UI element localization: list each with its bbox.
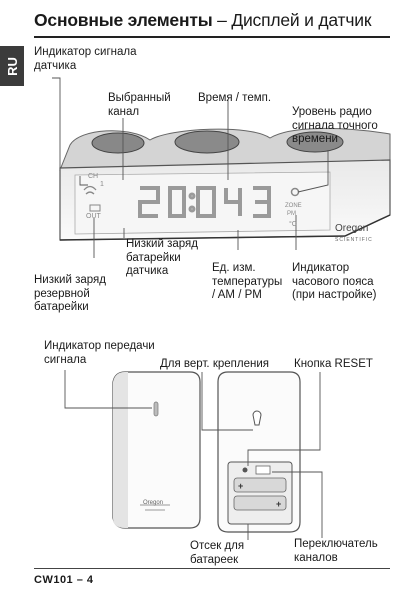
lcd-pm: PM bbox=[287, 211, 296, 217]
lcd-unit: °C bbox=[289, 221, 297, 228]
title-bold: Основные элементы bbox=[34, 10, 213, 30]
wall-mount-hole bbox=[252, 410, 262, 426]
page-title: Основные элементы – Дисплей и датчик bbox=[34, 10, 372, 31]
title-normal: Дисплей и датчик bbox=[231, 10, 372, 30]
lcd-ch: CH bbox=[88, 173, 99, 180]
title-dash: – bbox=[212, 10, 232, 30]
battery-2 bbox=[233, 495, 287, 511]
footer-sep: – bbox=[73, 574, 87, 586]
lcd-out: OUT bbox=[86, 213, 101, 220]
language-tab: RU bbox=[0, 46, 24, 86]
sensor-pointer-lines bbox=[64, 370, 323, 540]
knob-right bbox=[286, 131, 344, 153]
knob-middle bbox=[174, 130, 240, 154]
svg-text:+: + bbox=[276, 499, 281, 509]
label-wall-mount: Для верт. крепления bbox=[160, 358, 269, 370]
tx-led bbox=[153, 401, 159, 417]
page-footer: CW101 – 4 bbox=[34, 574, 94, 586]
brand-subtitle: SCIENTIFIC bbox=[335, 237, 373, 243]
display-pointer-lines bbox=[52, 77, 329, 258]
sensor-brand: Oregon bbox=[143, 500, 164, 506]
time-digits bbox=[138, 186, 271, 218]
label-reset: Кнопка RESET bbox=[294, 358, 373, 370]
battery-1 bbox=[233, 477, 287, 493]
footer-page-number: 4 bbox=[86, 574, 94, 586]
label-unit: Ед. изм.температуры/ AM / PM bbox=[212, 262, 283, 301]
label-time-temp: Время / темп. bbox=[198, 92, 272, 104]
footer-model: CW101 bbox=[34, 574, 74, 586]
channel-switch bbox=[255, 465, 271, 475]
title-rule bbox=[34, 36, 390, 38]
knob-left bbox=[91, 132, 145, 154]
lcd-ch-num: 1 bbox=[100, 181, 104, 188]
footer-rule bbox=[34, 568, 390, 569]
backup-battery-icon bbox=[89, 204, 101, 212]
reset-button bbox=[242, 467, 248, 473]
lcd-zone: ZONE bbox=[285, 203, 302, 209]
brand-logo: Oregon bbox=[335, 223, 369, 234]
sensor-signal-icon bbox=[83, 185, 97, 195]
svg-text:+: + bbox=[238, 481, 243, 491]
